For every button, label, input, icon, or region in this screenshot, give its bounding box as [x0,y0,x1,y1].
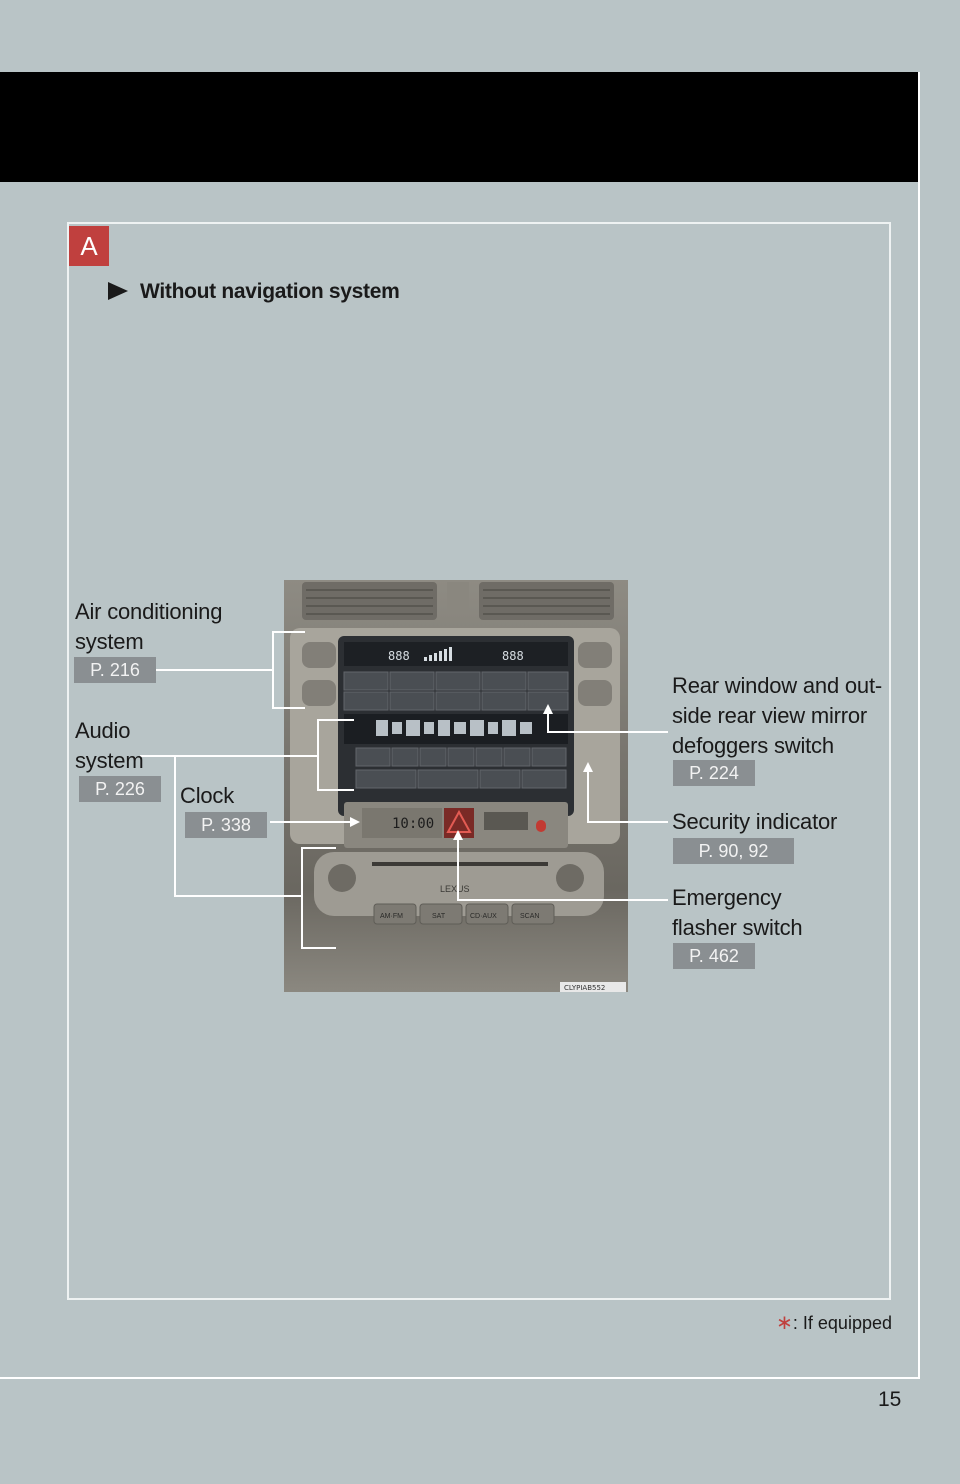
cd-aux-button-label: CD·AUX [470,913,497,920]
console-illustration: 888 888 10:00 LEXUS [290,582,626,992]
asterisk-icon: ∗ [776,1312,793,1334]
header-bar [0,72,918,182]
image-code: CLYPIAB552 [564,984,605,992]
hazard-vent-center [447,582,469,612]
section-badge: A [69,226,109,266]
tune-knob [556,864,584,892]
triangle-bullet-icon [108,282,128,300]
emergency-flasher-page-ref[interactable]: P. 462 [673,943,755,969]
air-conditioning-label: Air conditioning system [75,599,223,654]
audio-system-page-ref[interactable]: P. 226 [79,776,161,802]
climate-display-left: 888 [388,649,410,663]
bottom-rule [0,1377,920,1379]
right-up-button [578,642,612,668]
footnote: ∗: If equipped [776,1310,892,1335]
right-down-button [578,680,612,706]
right-rule [918,72,920,1378]
clock-display: 10:00 [392,816,434,832]
rear-window-defogger-page-ref[interactable]: P. 224 [673,760,755,786]
security-indicator-page-ref[interactable]: P. 90, 92 [673,838,794,864]
emergency-flasher-label: Emergency flasher switch [672,885,803,940]
security-indicator-lamp [536,820,546,832]
dashboard-photo: 888 888 10:00 LEXUS [284,580,628,992]
brand-text: LEXUS [440,884,470,894]
audio-system-label: Audio system [75,718,144,773]
clock-label: Clock [180,783,235,808]
footnote-text: : If equipped [792,1313,892,1333]
clock-page-ref[interactable]: P. 338 [185,812,267,838]
security-indicator-label: Security indicator [672,809,838,834]
am-fm-button-label: AM·FM [380,913,403,920]
left-down-button [302,680,336,706]
subheading: Without navigation system [108,280,400,304]
power-volume-knob [328,864,356,892]
sat-button-label: SAT [432,913,446,920]
image-code-box [560,982,626,992]
subheading-text: Without navigation system [140,280,400,303]
right-air-vent [479,582,614,620]
climate-display [344,642,568,666]
left-up-button [302,642,336,668]
page-number: 15 [878,1388,902,1411]
air-conditioning-page-ref[interactable]: P. 216 [74,657,156,683]
cd-slot [372,862,548,866]
content-frame [67,222,891,1300]
climate-display-right: 888 [502,649,524,663]
rear-window-defogger-label: Rear window and out- side rear view mirr… [672,673,883,758]
left-air-vent [302,582,437,620]
scan-button-label: SCAN [520,913,539,920]
